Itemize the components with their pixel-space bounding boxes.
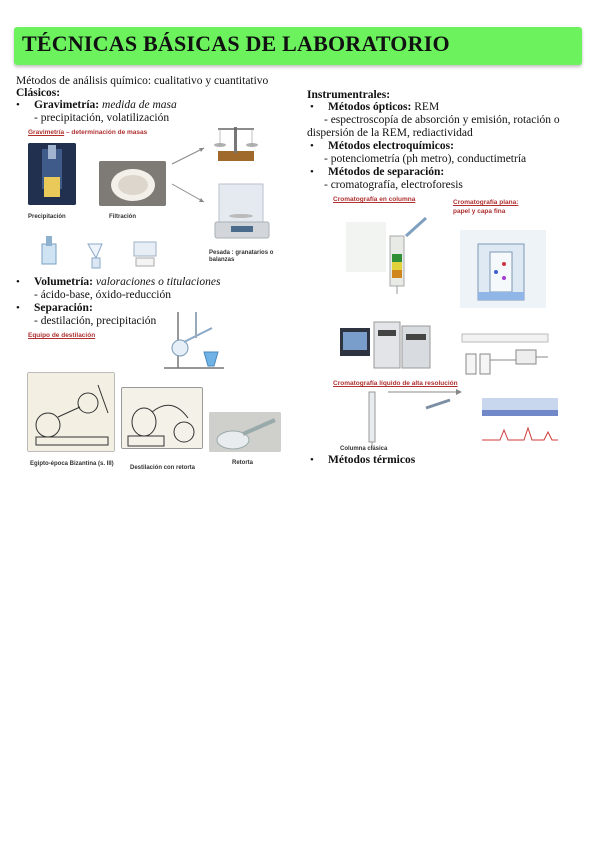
distillation-equipment-illustration [164,312,224,369]
crom-plana-title-2: papel y capa fina [453,208,506,215]
gravimetria-figure-title: Gravimetría – determinación de masas [28,129,147,136]
crom-plana-title-1: Cromatografía plana: [453,199,518,206]
balance-scale-illustration [214,127,258,161]
precipitation-photo [28,143,76,205]
separation-chromatogram-illustration [482,398,558,441]
volumetria-label: Volumetría: [34,276,93,288]
grav-fig-title-sub: – determinación de masas [65,129,148,136]
precipitation-illustration [28,143,76,205]
electro-sub: - potenciometría (ph metro), conductimet… [324,153,527,165]
crom-columna-label: Cromatografía en columna [333,196,416,203]
bullet: • [310,166,314,178]
volumetria-desc: valoraciones o titulaciones [95,276,221,288]
gravimetria-label: Gravimetría: [34,99,100,111]
crom-columna-title: Cromatografía en columna [333,196,415,203]
grav-fig-title-main: Gravimetría [28,129,65,136]
gravimetria-line: Gravimetría: medida de masa [34,99,177,112]
bullet: • [310,140,314,152]
caption-pesada-2: balanzas [209,257,235,263]
plane-chromatography-illustration [460,230,546,308]
crom-plana-label-1: Cromatografía plana: [453,199,519,206]
opticos-line: Métodos ópticos: REM [328,101,439,114]
egypt-distillation-engraving [27,372,115,452]
caption-egipto: Egipto-época Bizantina (s. III) [30,461,114,467]
retort-distillation-engraving [121,387,203,449]
caption-retorta-destilacion: Destilación con retorta [130,465,196,471]
classics-heading: Clásicos: [16,87,61,99]
destilacion-figure-title: Equipo de destilación [28,332,95,339]
caption-precipitacion: Precipitación [28,214,66,220]
dest-fig-title: Equipo de destilación [28,332,96,339]
opticos-rest: REM [414,101,440,113]
electro-label: Métodos electroquímicos: [328,140,454,152]
bullet: • [16,99,20,111]
hplc-diagram-illustration [461,333,549,375]
filtration-photo [99,161,166,206]
retort-photo-illustration [209,412,281,452]
bullet: • [310,101,314,113]
intro-text: Métodos de análisis químico: cualitativo… [16,75,269,87]
opticos-sub2: dispersión de la REM, rediactividad [307,127,473,139]
caption-pesada-1: Pesada : granatarios o [209,250,274,256]
crom-hplc-label: Cromatografía líquido de alta resolución [333,380,458,387]
opticos-sub1: - espectroscopía de absorción y emisión,… [324,114,560,126]
engraving-illustration [28,373,114,451]
gravimetry-steps-illustration [41,236,157,269]
termicos-label: Métodos térmicos [328,454,416,466]
instrumentales-heading: Instrumentrales: [307,89,391,101]
process-arrows [171,147,205,203]
retort-photo [209,412,281,452]
hplc-instrument-illustration [340,321,431,369]
separacion-label: Separación: [34,302,93,314]
bullet: • [16,276,20,288]
volumetria-line: Volumetría: valoraciones o titulaciones [34,276,220,289]
page-title: TÉCNICAS BÁSICAS DE LABORATORIO [22,31,450,56]
column-arrow [388,389,462,410]
opticos-label: Métodos ópticos: [328,101,412,113]
bullet: • [16,302,20,314]
retort-engraving-illustration [122,388,202,448]
title-bar: TÉCNICAS BÁSICAS DE LABORATORIO [14,27,582,65]
volumetria-sub: - ácido-base, óxido-reducción [34,289,171,301]
crom-hplc-title: Cromatografía líquido de alta resolución [333,380,458,387]
gravimetria-sub: - precipitación, volatilización [34,112,170,124]
bullet: • [310,454,314,466]
filtration-illustration [99,161,166,206]
caption-retorta: Retorta [232,460,254,466]
separacion-sub: - destilación, precipitación [34,315,157,327]
caption-filtracion: Filtración [109,214,137,220]
separacion-metodos-label: Métodos de separación: [328,166,445,178]
classic-column-illustration [368,391,376,448]
analytical-balance-illustration [214,183,270,239]
gravimetria-desc: medida de masa [102,99,177,111]
caption-columna-clasica: Columna clásica [340,446,388,452]
column-chromatography-illustration [346,216,428,294]
separacion-metodos-sub: - cromatografía, electroforesis [324,179,463,191]
